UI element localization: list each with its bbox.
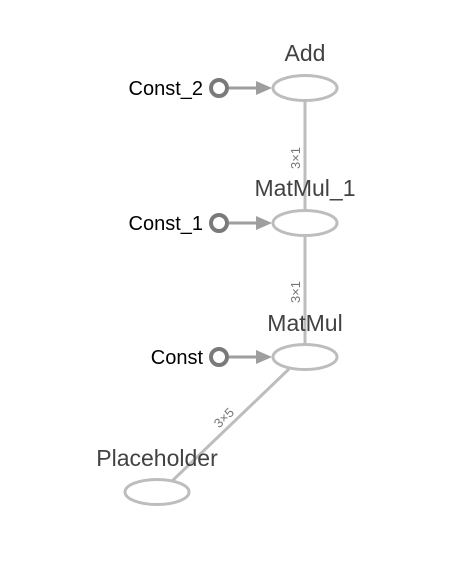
node-matmul-label: MatMul	[267, 310, 342, 336]
node-add[interactable]: Add	[271, 40, 339, 102]
node-matmul-1-ellipse[interactable]	[271, 209, 339, 237]
node-placeholder-label: Placeholder	[96, 445, 218, 471]
edge-placeholder-to-matmul	[168, 367, 291, 485]
const-1-edge	[229, 216, 272, 230]
node-const-circle[interactable]	[209, 347, 229, 367]
arrowhead-icon	[256, 81, 272, 95]
node-const-1-circle[interactable]	[209, 213, 229, 233]
node-matmul-1-label: MatMul_1	[255, 175, 356, 201]
node-add-ellipse[interactable]	[271, 74, 339, 102]
edge-shape-label-placeholder-to-matmul: 3×5	[211, 405, 237, 431]
arrowhead-icon	[256, 216, 272, 230]
node-matmul[interactable]: MatMul	[267, 310, 343, 371]
node-const-1[interactable]: Const_1	[129, 213, 229, 235]
edge-shape-label-matmul-to-matmul-1: 3×1	[288, 281, 303, 303]
node-const-2-label: Const_2	[129, 78, 204, 100]
node-placeholder[interactable]: Placeholder	[96, 445, 218, 506]
node-add-label: Add	[285, 40, 326, 66]
node-matmul-1[interactable]: MatMul_1	[255, 175, 356, 237]
node-const-1-label: Const_1	[129, 213, 204, 235]
node-const[interactable]: Const	[151, 347, 229, 369]
node-placeholder-ellipse[interactable]	[123, 478, 191, 506]
arrowhead-icon	[256, 350, 272, 364]
node-const-label: Const	[151, 347, 204, 369]
const-2-edge	[229, 81, 272, 95]
node-const-2[interactable]: Const_2	[129, 78, 229, 100]
node-const-2-circle[interactable]	[209, 78, 229, 98]
const-edge	[229, 350, 272, 364]
node-matmul-ellipse[interactable]	[271, 343, 339, 371]
edge-shape-label-matmul-1-to-add: 3×1	[288, 147, 303, 169]
